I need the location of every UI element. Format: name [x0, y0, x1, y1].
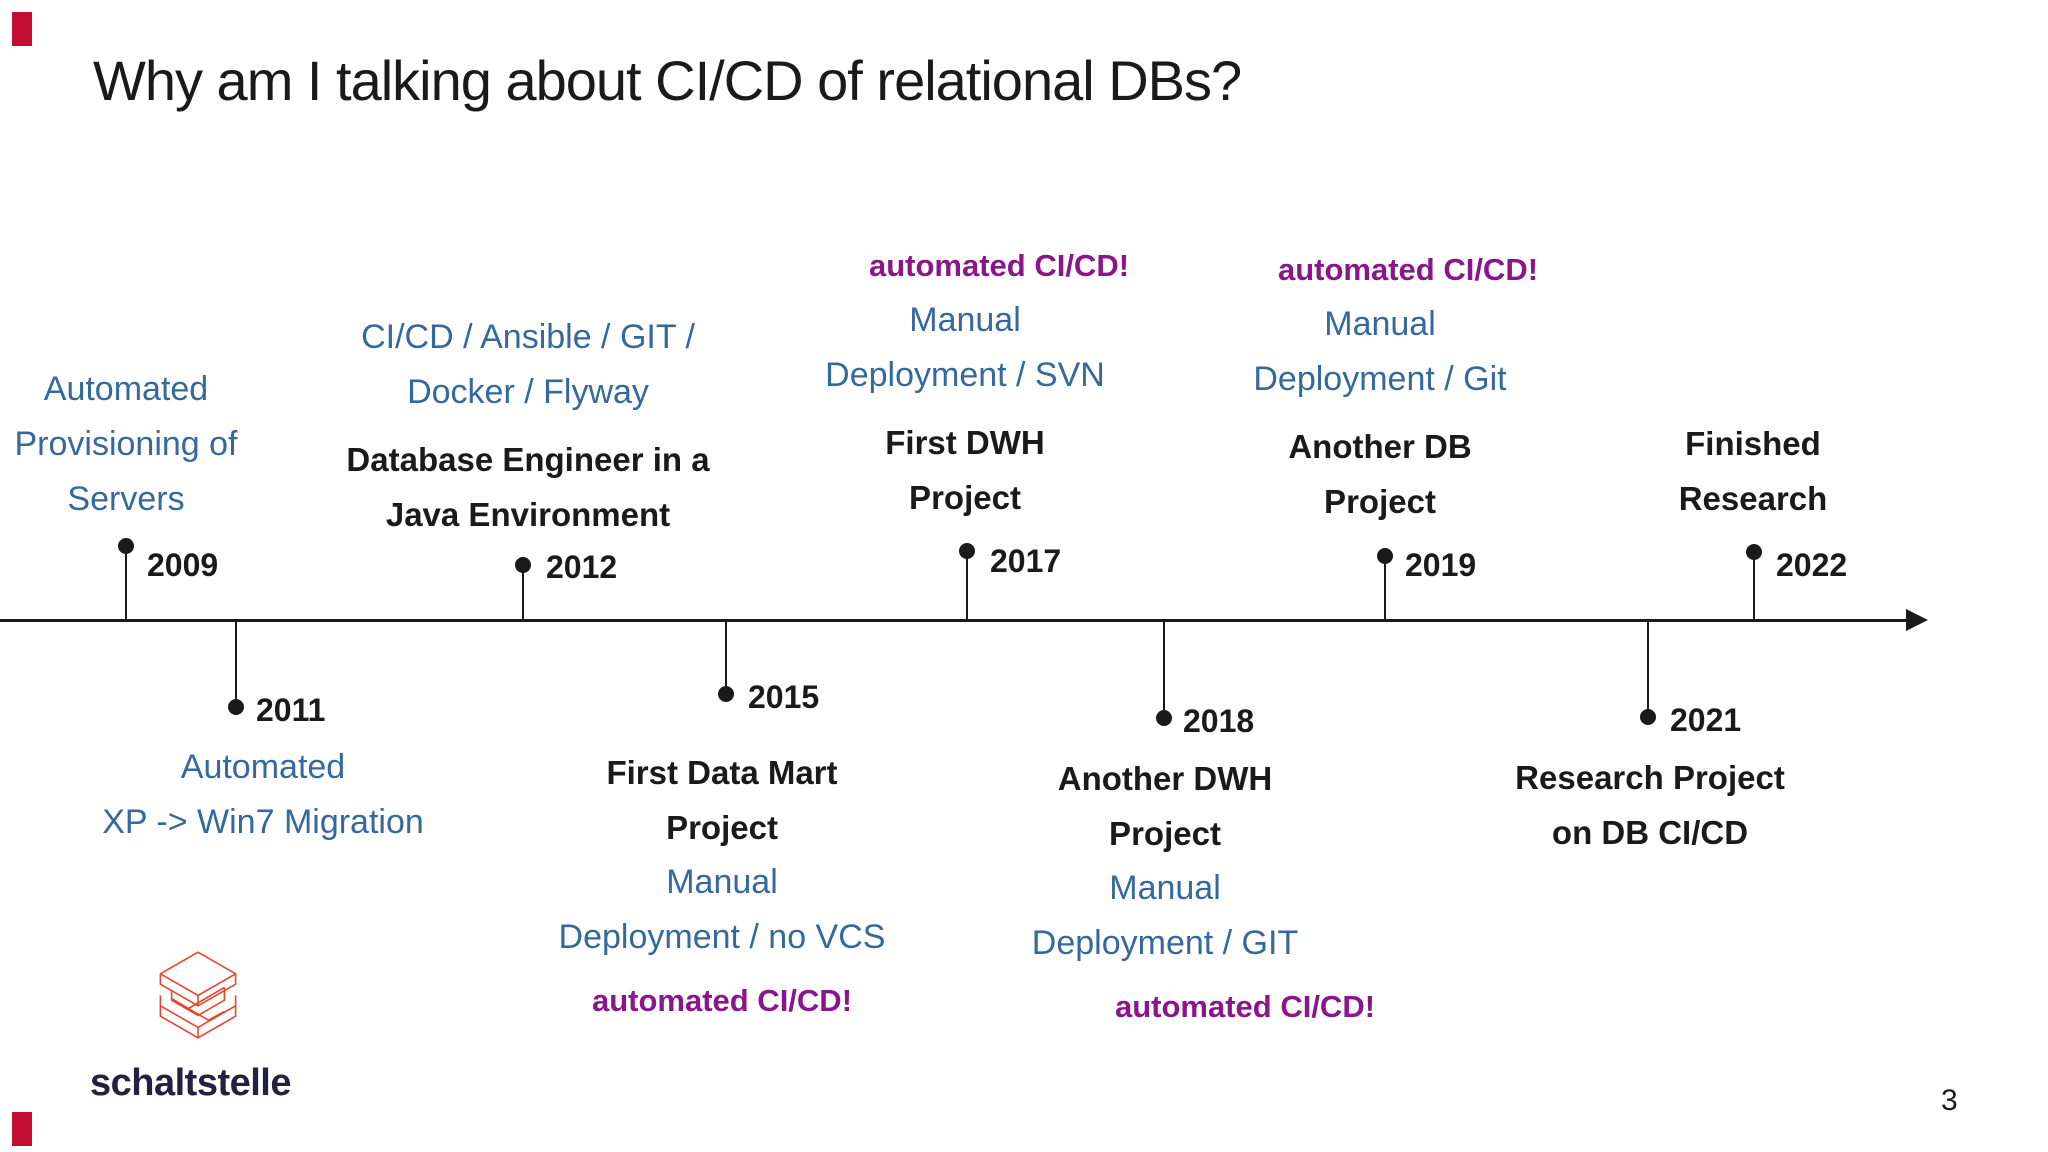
event-line: Manual — [1324, 305, 1436, 343]
event-line: First Data Mart — [606, 754, 838, 791]
event-line: XP -> Win7 Migration — [102, 803, 424, 841]
event-dot — [515, 557, 531, 573]
event-dot — [228, 699, 244, 715]
event-dot — [1156, 710, 1172, 726]
event-stem — [522, 565, 524, 621]
event-year: 2022 — [1776, 547, 1848, 583]
event-line: Manual — [1109, 869, 1221, 907]
event-year: 2021 — [1670, 702, 1742, 738]
event-text-block: CI/CD / Ansible / GIT / Docker / Flyway … — [346, 310, 709, 542]
event-line: Another DB — [1288, 428, 1472, 465]
timeline-axis — [0, 619, 1908, 622]
slide-title: Why am I talking about CI/CD of relation… — [93, 49, 1242, 112]
event-text-block: Research Project on DB CI/CD — [1515, 750, 1785, 860]
event-stem — [1753, 552, 1755, 621]
event-line: Automated — [180, 748, 346, 786]
event-line: Manual — [666, 863, 778, 901]
event-dot — [959, 543, 975, 559]
page-number: 3 — [1941, 1084, 1958, 1117]
event-year: 2009 — [147, 547, 219, 583]
schaltstelle-logo-text: schaltstelle — [90, 1062, 292, 1104]
event-line: Servers — [67, 480, 185, 518]
event-dot — [1640, 709, 1656, 725]
event-line: automated CI/CD! — [868, 248, 1130, 283]
schaltstelle-logo: schaltstelle — [90, 938, 350, 1105]
event-text-block: Automated Provisioning of Servers — [14, 362, 237, 527]
event-line: Deployment / GIT — [1031, 924, 1299, 962]
event-text-block: automated CI/CD! Manual Deployment / Git… — [1250, 242, 1538, 529]
event-line: Project — [1324, 483, 1436, 520]
event-year: 2012 — [546, 549, 618, 585]
event-stem — [725, 621, 727, 694]
event-year: 2015 — [748, 679, 820, 715]
event-line: on DB CI/CD — [1551, 814, 1749, 851]
event-line: automated CI/CD! — [1277, 252, 1539, 287]
event-line: Research Project — [1515, 759, 1785, 796]
edge-mark-top — [12, 12, 32, 46]
event-line: First DWH — [885, 424, 1045, 461]
event-line: Provisioning of — [14, 425, 238, 463]
event-stem — [1163, 621, 1165, 718]
event-line: Deployment / SVN — [825, 356, 1105, 394]
event-line: Finished — [1685, 425, 1821, 462]
event-stem — [1384, 556, 1386, 621]
event-line: automated CI/CD! — [591, 983, 853, 1018]
timeline-axis-arrowhead — [1906, 609, 1928, 631]
event-dot — [718, 686, 734, 702]
event-stem — [966, 551, 968, 621]
event-stem — [1647, 621, 1649, 717]
event-line: Another DWH — [1057, 760, 1273, 797]
event-year: 2019 — [1405, 547, 1477, 583]
event-year: 2017 — [990, 543, 1062, 579]
event-line: Project — [666, 809, 778, 846]
event-dot — [1377, 548, 1393, 564]
event-line: Docker / Flyway — [407, 373, 649, 411]
event-year: 2018 — [1183, 703, 1255, 739]
event-line: Project — [1109, 815, 1221, 852]
event-text-block: Automated XP -> Win7 Migration — [102, 740, 424, 850]
event-dot — [118, 538, 134, 554]
event-text-block: automated CI/CD! Manual Deployment / SVN… — [825, 238, 1129, 525]
event-line: Manual — [909, 301, 1021, 339]
event-text-block: Finished Research — [1679, 416, 1828, 526]
event-text-block: First Data Mart Project Manual Deploymen… — [559, 745, 886, 1028]
event-line: automated CI/CD! — [1114, 989, 1376, 1024]
event-line: CI/CD / Ansible / GIT / — [361, 318, 695, 356]
event-line: Database Engineer in a — [346, 441, 710, 478]
event-stem — [235, 621, 237, 707]
event-line: Research — [1678, 480, 1828, 517]
event-year: 2011 — [256, 692, 326, 728]
event-line: Project — [909, 479, 1021, 516]
event-text-block: Another DWH Project Manual Deployment / … — [1031, 751, 1375, 1034]
event-line: Automated — [43, 370, 209, 408]
isometric-stacked-cube-s-icon — [159, 951, 237, 1039]
edge-mark-bottom — [12, 1112, 32, 1146]
event-line: Deployment / no VCS — [558, 918, 886, 956]
event-stem — [125, 546, 127, 621]
event-line: Deployment / Git — [1253, 360, 1507, 398]
event-line: Java Environment — [385, 496, 671, 533]
event-dot — [1746, 544, 1762, 560]
